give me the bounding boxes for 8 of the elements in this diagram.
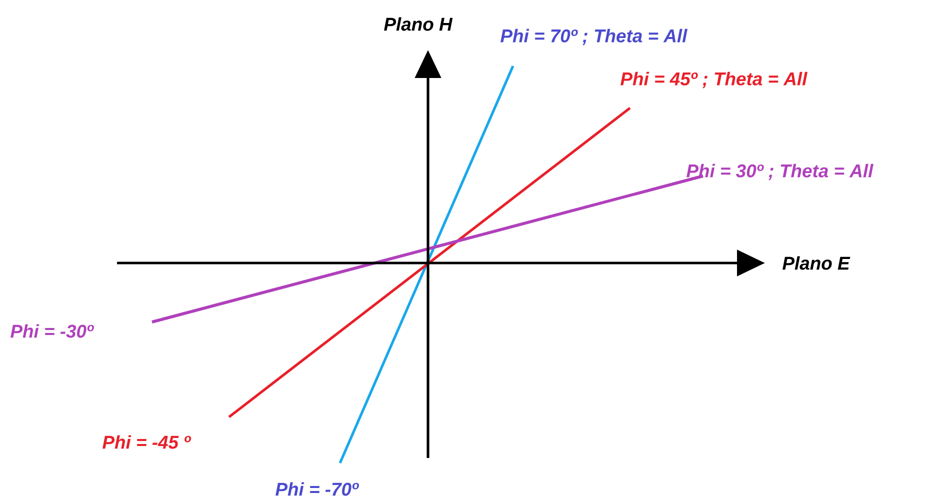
axis-label: Phi = -30º xyxy=(10,324,94,338)
axis-label: Plano E xyxy=(782,256,850,270)
axis-label: Plano H xyxy=(384,17,453,31)
axis-label: Phi = 30º ; Theta = All xyxy=(686,164,874,180)
axis-label: Phi = 45º ; Theta = All xyxy=(620,72,808,88)
axis-label: Phi = -70º xyxy=(276,482,359,496)
axis-label: Phi = -45 º xyxy=(102,435,192,449)
axis-label: Phi = 70º ; Theta = All xyxy=(500,28,688,46)
